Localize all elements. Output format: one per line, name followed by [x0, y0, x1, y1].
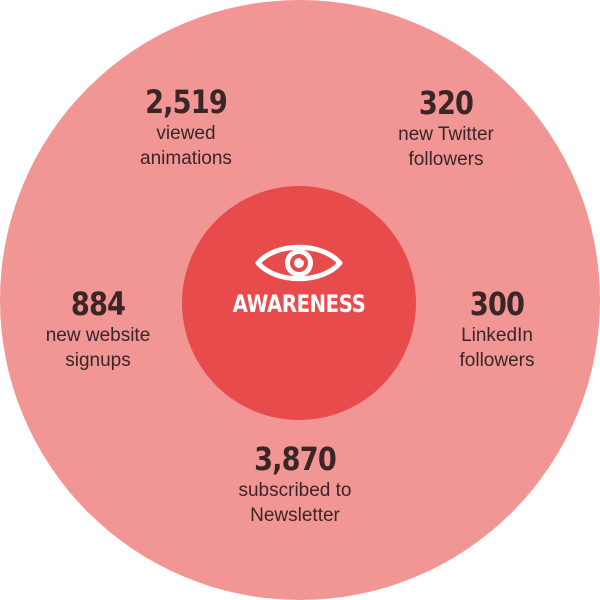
stat-value: 320: [418, 84, 474, 122]
stat-label: subscribed to: [238, 480, 352, 501]
eye-icon: [255, 244, 343, 282]
center-label: AWARENESS: [232, 290, 366, 318]
inner-circle: [182, 186, 416, 420]
stat-value: 3,870: [254, 440, 337, 478]
stat-twitter-followers: 320 new Twitter followers: [346, 84, 546, 172]
stat-website-signups: 884 new website signups: [0, 285, 198, 373]
stat-value: 300: [469, 285, 525, 323]
stat-label: viewed: [156, 123, 216, 144]
stat-linkedin-followers: 300 LinkedIn followers: [397, 285, 597, 373]
stat-label: Newsletter: [250, 505, 340, 526]
stat-label: LinkedIn: [461, 325, 533, 346]
stat-label: followers: [408, 149, 484, 170]
stat-viewed-animations: 2,519 viewed animations: [86, 83, 286, 171]
stat-value: 884: [70, 285, 126, 323]
stat-label: new Twitter: [398, 124, 494, 145]
stat-label: followers: [459, 350, 535, 371]
stat-label: signups: [65, 350, 131, 371]
stat-label: animations: [140, 148, 232, 169]
stat-value: 2,519: [145, 83, 228, 121]
stat-label: new website: [45, 325, 151, 346]
stat-newsletter-subscribers: 3,870 subscribed to Newsletter: [195, 440, 395, 528]
